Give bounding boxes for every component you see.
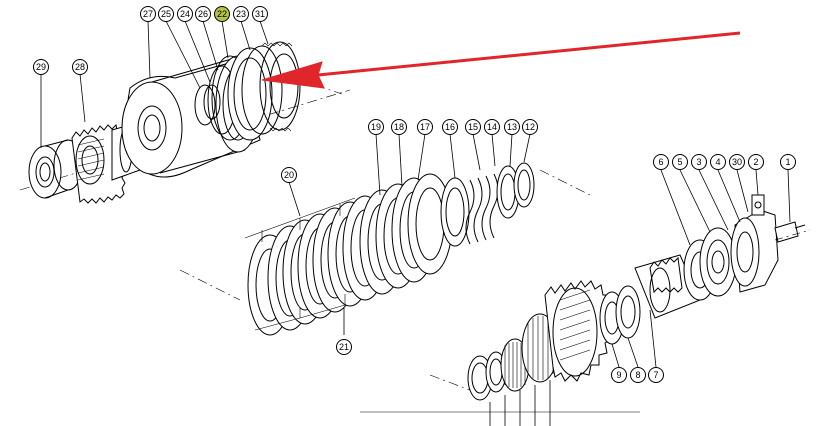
friction-plates-drawing	[247, 173, 453, 336]
svg-text:30: 30	[732, 157, 742, 167]
part-label-19: 19	[368, 119, 384, 135]
pointer-arrow	[261, 31, 741, 89]
svg-text:19: 19	[371, 122, 381, 132]
part-label-9: 9	[611, 367, 627, 383]
svg-text:28: 28	[75, 62, 85, 72]
part-label-25: 25	[158, 6, 174, 22]
svg-text:22: 22	[217, 9, 227, 19]
part-label-20: 20	[281, 167, 297, 183]
svg-text:6: 6	[658, 157, 663, 167]
svg-text:9: 9	[616, 370, 621, 380]
part-label-7: 7	[648, 367, 664, 383]
part-label-1: 1	[780, 154, 796, 170]
leader-lines	[40, 20, 791, 426]
svg-text:29: 29	[36, 62, 46, 72]
spring-and-retainers-drawing	[440, 162, 535, 247]
end-housing-drawing	[730, 194, 806, 293]
large-gear-drawing	[544, 280, 614, 382]
part-label-4: 4	[710, 154, 726, 170]
part-label-31: 31	[252, 6, 268, 22]
part-label-26: 26	[195, 6, 211, 22]
svg-text:1: 1	[785, 157, 790, 167]
part-label-23: 23	[233, 6, 249, 22]
part-label-3: 3	[691, 154, 707, 170]
svg-text:23: 23	[236, 9, 246, 19]
part-label-2: 2	[748, 154, 764, 170]
svg-text:20: 20	[284, 170, 294, 180]
part-label-30: 30	[729, 154, 745, 170]
svg-text:2: 2	[753, 157, 758, 167]
clutch-plate-pack	[179, 162, 591, 336]
part-label-27: 27	[140, 6, 156, 22]
svg-text:3: 3	[696, 157, 701, 167]
part-label-13: 13	[504, 119, 520, 135]
seal-stack-drawing	[194, 41, 301, 141]
svg-text:25: 25	[161, 9, 171, 19]
part-label-15: 15	[465, 119, 481, 135]
svg-text:14: 14	[487, 122, 497, 132]
svg-text:8: 8	[635, 370, 640, 380]
part-label-24: 24	[177, 6, 193, 22]
output-shaft-assembly	[360, 194, 811, 413]
svg-text:31: 31	[255, 9, 265, 19]
svg-text:12: 12	[525, 122, 535, 132]
svg-text:4: 4	[715, 157, 720, 167]
part-label-17: 17	[417, 119, 433, 135]
drum-27-drawing	[121, 55, 261, 178]
part-label-8: 8	[630, 367, 646, 383]
part-label-28: 28	[72, 59, 88, 75]
svg-text:18: 18	[394, 122, 404, 132]
svg-text:17: 17	[420, 122, 430, 132]
clutch-drum-assembly	[19, 41, 351, 204]
svg-text:15: 15	[468, 122, 478, 132]
part-labels: 29 28 27 25 24 26 22 23 31 20 21 19 18 1…	[33, 6, 796, 383]
part-label-21: 21	[336, 339, 352, 355]
part-label-22-highlighted: 22	[214, 6, 230, 22]
svg-text:26: 26	[198, 9, 208, 19]
part-label-5: 5	[672, 154, 688, 170]
part-label-14: 14	[484, 119, 500, 135]
svg-text:7: 7	[653, 370, 658, 380]
highlight-marker	[214, 6, 230, 22]
svg-text:13: 13	[507, 122, 517, 132]
part-label-29: 29	[33, 59, 49, 75]
part-label-6: 6	[653, 154, 669, 170]
svg-text:27: 27	[143, 9, 153, 19]
svg-text:21: 21	[339, 342, 349, 352]
svg-text:24: 24	[180, 9, 190, 19]
part-label-16: 16	[442, 119, 458, 135]
part-label-12: 12	[522, 119, 538, 135]
svg-text:16: 16	[445, 122, 455, 132]
svg-text:5: 5	[677, 157, 682, 167]
part-label-18: 18	[391, 119, 407, 135]
